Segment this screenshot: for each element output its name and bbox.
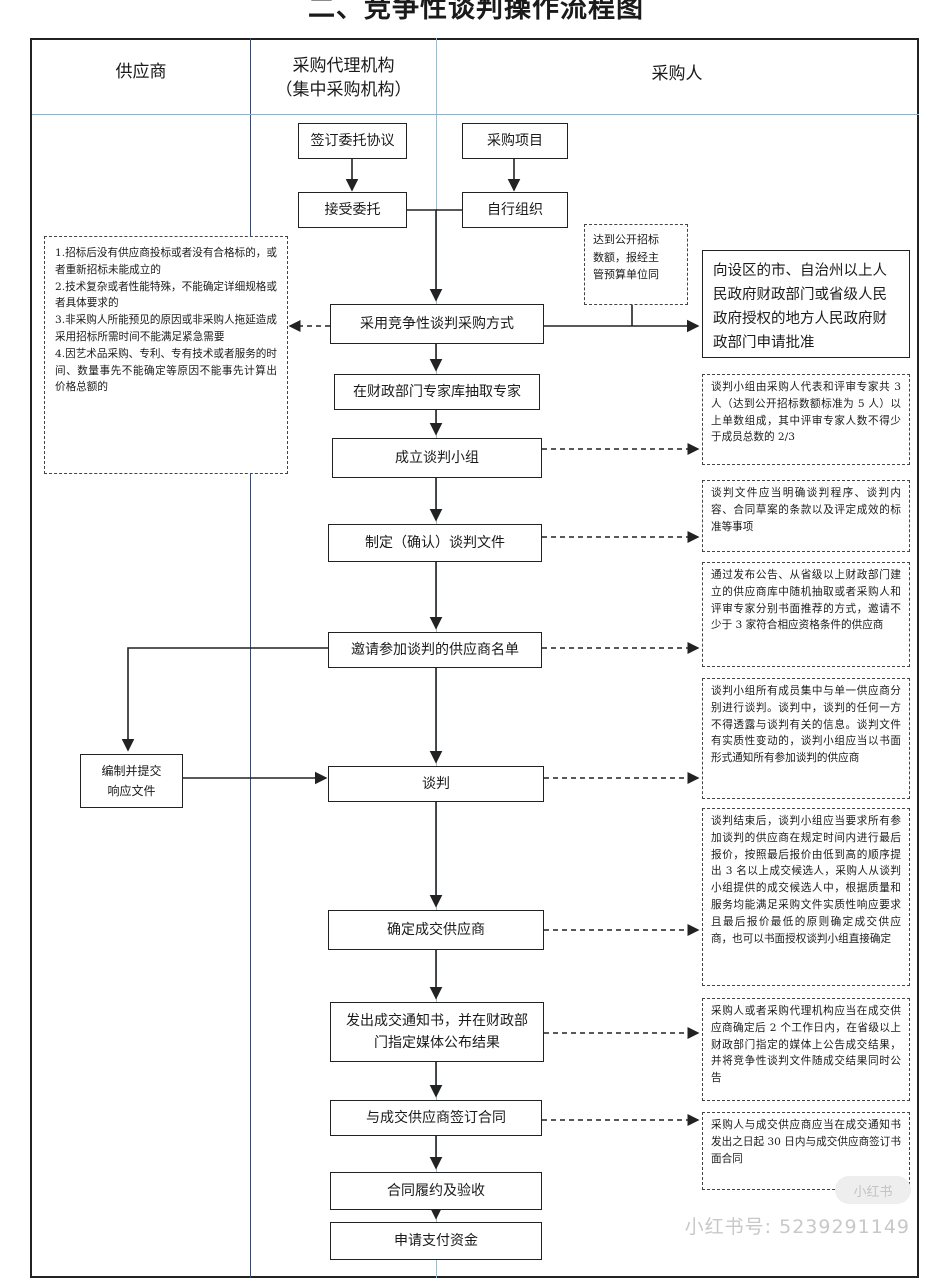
lane-header-agency-line1: 采购代理机构 [292, 56, 395, 76]
condition-4: 4.因艺术品采购、专利、专有技术或者服务的时间、数量事先不能确定等原因不能事先计… [55, 347, 277, 394]
perform-box: 合同履约及验收 [330, 1172, 542, 1210]
sign-contract-box: 与成交供应商签订合同 [330, 1100, 542, 1136]
invite-note: 通过发布公告、从省级以上财政部门建立的供应商库中随机抽取或者采购人和评审专家分别… [702, 562, 910, 667]
self-organize-box: 自行组织 [462, 192, 568, 228]
lane-header-supplier: 供应商 [115, 62, 167, 82]
threshold-note-line1: 达到公开招标 [593, 233, 659, 246]
lane-divider-left [250, 38, 251, 1278]
condition-3: 3.非采购人所能预见的原因或非采购人拖延造成采用招标所需时间不能满足紧急需要 [55, 314, 277, 343]
sign-agreement-box: 签订委托协议 [298, 123, 407, 159]
docs-note: 谈判文件应当明确谈判程序、谈判内容、合同草案的条款以及评定成效的标准等事项 [702, 480, 910, 552]
invite-list-box: 邀请参加谈判的供应商名单 [328, 632, 542, 668]
publish-note: 采购人或者采购代理机构应当在成交供应商确定后 2 个工作日内，在省级以上财政部门… [702, 998, 910, 1101]
threshold-note: 达到公开招标 数额，报经主 管预算单位同 [584, 224, 688, 305]
adopt-method-box: 采用竞争性谈判采购方式 [330, 304, 544, 344]
group-note: 谈判小组由采购人代表和评审专家共 3 人（达到公开招标数额标准为 5 人）以上单… [702, 374, 910, 465]
condition-2: 2.技术复杂或者性能特殊，不能确定详细规格或者具体要求的 [55, 280, 277, 310]
negotiate-box: 谈判 [328, 766, 544, 802]
negotiation-note: 谈判小组所有成员集中与单一供应商分别进行谈判。谈判中，谈判的任何一方不得透露与谈… [702, 678, 910, 799]
accept-box: 接受委托 [298, 192, 407, 228]
watermark-badge: 小红书 [835, 1176, 911, 1204]
lane-header-agency-line2: （集中采购机构） [275, 80, 412, 100]
threshold-note-line3: 管预算单位同 [593, 268, 659, 281]
notice-line2: 门指定媒体公布结果 [374, 1035, 500, 1051]
notice-box: 发出成交通知书，并在财政部 门指定媒体公布结果 [330, 1002, 544, 1062]
prepare-response-line2: 响应文件 [107, 784, 156, 798]
draw-experts-box: 在财政部门专家库抽取专家 [334, 374, 540, 410]
pay-box: 申请支付资金 [330, 1222, 542, 1260]
condition-1: 1.招标后没有供应商投标或者没有合格标的，或者重新招标未能成立的 [55, 247, 277, 276]
project-box: 采购项目 [462, 123, 568, 159]
page-title: 二、竞争性谈判操作流程图 [308, 0, 644, 22]
watermark-text: 小红书号: 5239291149 [684, 1216, 910, 1238]
prepare-response-box: 编制并提交 响应文件 [80, 754, 183, 808]
approval-note: 向设区的市、自治州以上人民政府财政部门或省级人民政府授权的地方人民政府财政部门申… [702, 250, 910, 358]
lane-header-divider [32, 114, 919, 115]
notice-line1: 发出成交通知书，并在财政部 [346, 1013, 528, 1029]
form-group-box: 成立谈判小组 [332, 438, 542, 478]
make-docs-box: 制定（确认）谈判文件 [328, 524, 542, 562]
lane-header-purchaser: 采购人 [651, 64, 703, 84]
confirm-note: 谈判结束后，谈判小组应当要求所有参加谈判的供应商在规定时间内进行最后报价，按照最… [702, 808, 910, 986]
conditions-note: 1.招标后没有供应商投标或者没有合格标的，或者重新招标未能成立的 2.技术复杂或… [44, 236, 288, 474]
threshold-note-line2: 数额，报经主 [593, 250, 659, 264]
lane-header-agency: 采购代理机构 （集中采购机构） [251, 54, 436, 102]
contract-note: 采购人与成交供应商应当在成交通知书发出之日起 30 日内与成交供应商签订书面合同 [702, 1112, 910, 1190]
prepare-response-line1: 编制并提交 [101, 764, 162, 778]
confirm-supplier-box: 确定成交供应商 [328, 910, 544, 950]
